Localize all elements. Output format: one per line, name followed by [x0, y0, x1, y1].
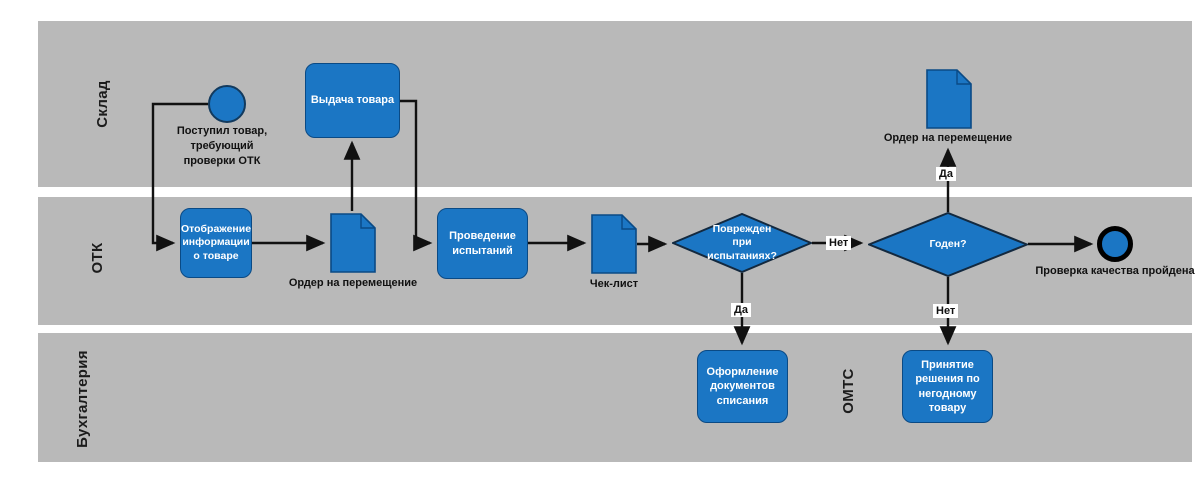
gateway-goden: Годен?: [868, 212, 1028, 277]
lane-label-sklad: Склад: [94, 80, 111, 128]
end-event-label: Проверка качества пройдена: [1035, 265, 1195, 277]
task-vydacha-tovara: Выдача товара: [305, 63, 400, 138]
document-order-top-label: Ордер на перемещение: [883, 132, 1013, 144]
edge-label-gw2-da: Да: [936, 167, 956, 181]
task-otobrazhenie-informacii: Отображение информации о товаре: [180, 208, 252, 278]
edge-label-gw1-net: Нет: [826, 236, 852, 250]
lane-label-omts: ОМТС: [840, 368, 857, 414]
task-provedenie-ispytaniy: Проведение испытаний: [437, 208, 528, 279]
lane-label-buhgalteria: Бухгалтерия: [74, 350, 91, 448]
gateway-povrezhden: Поврежден при испытаниях?: [672, 213, 812, 273]
document-check-list-label: Чек-лист: [589, 278, 639, 290]
gateway-goden-label: Годен?: [929, 237, 967, 250]
task-oformlenie-dokumentov: Оформление документов списания: [697, 350, 788, 423]
task-prinyatie-resheniya: Принятие решения по негодному товару: [902, 350, 993, 423]
document-order-label: Ордер на перемещение: [288, 277, 418, 289]
start-event: [208, 85, 246, 123]
start-event-label: Поступил товар, требующий проверки ОТК: [176, 125, 268, 167]
document-check-list: [591, 214, 637, 274]
gateway-povrezhden-label: Поврежден при испытаниях?: [707, 223, 777, 262]
lane-buhgalteria: [38, 333, 1192, 462]
lane-label-otk: ОТК: [89, 242, 106, 274]
edge-label-gw1-da: Да: [731, 303, 751, 317]
document-order-peremeshenie-top: [926, 69, 972, 129]
edge-label-gw2-net: Нет: [933, 304, 959, 318]
document-order-peremeshenie: [330, 213, 376, 273]
end-event: [1097, 226, 1133, 262]
